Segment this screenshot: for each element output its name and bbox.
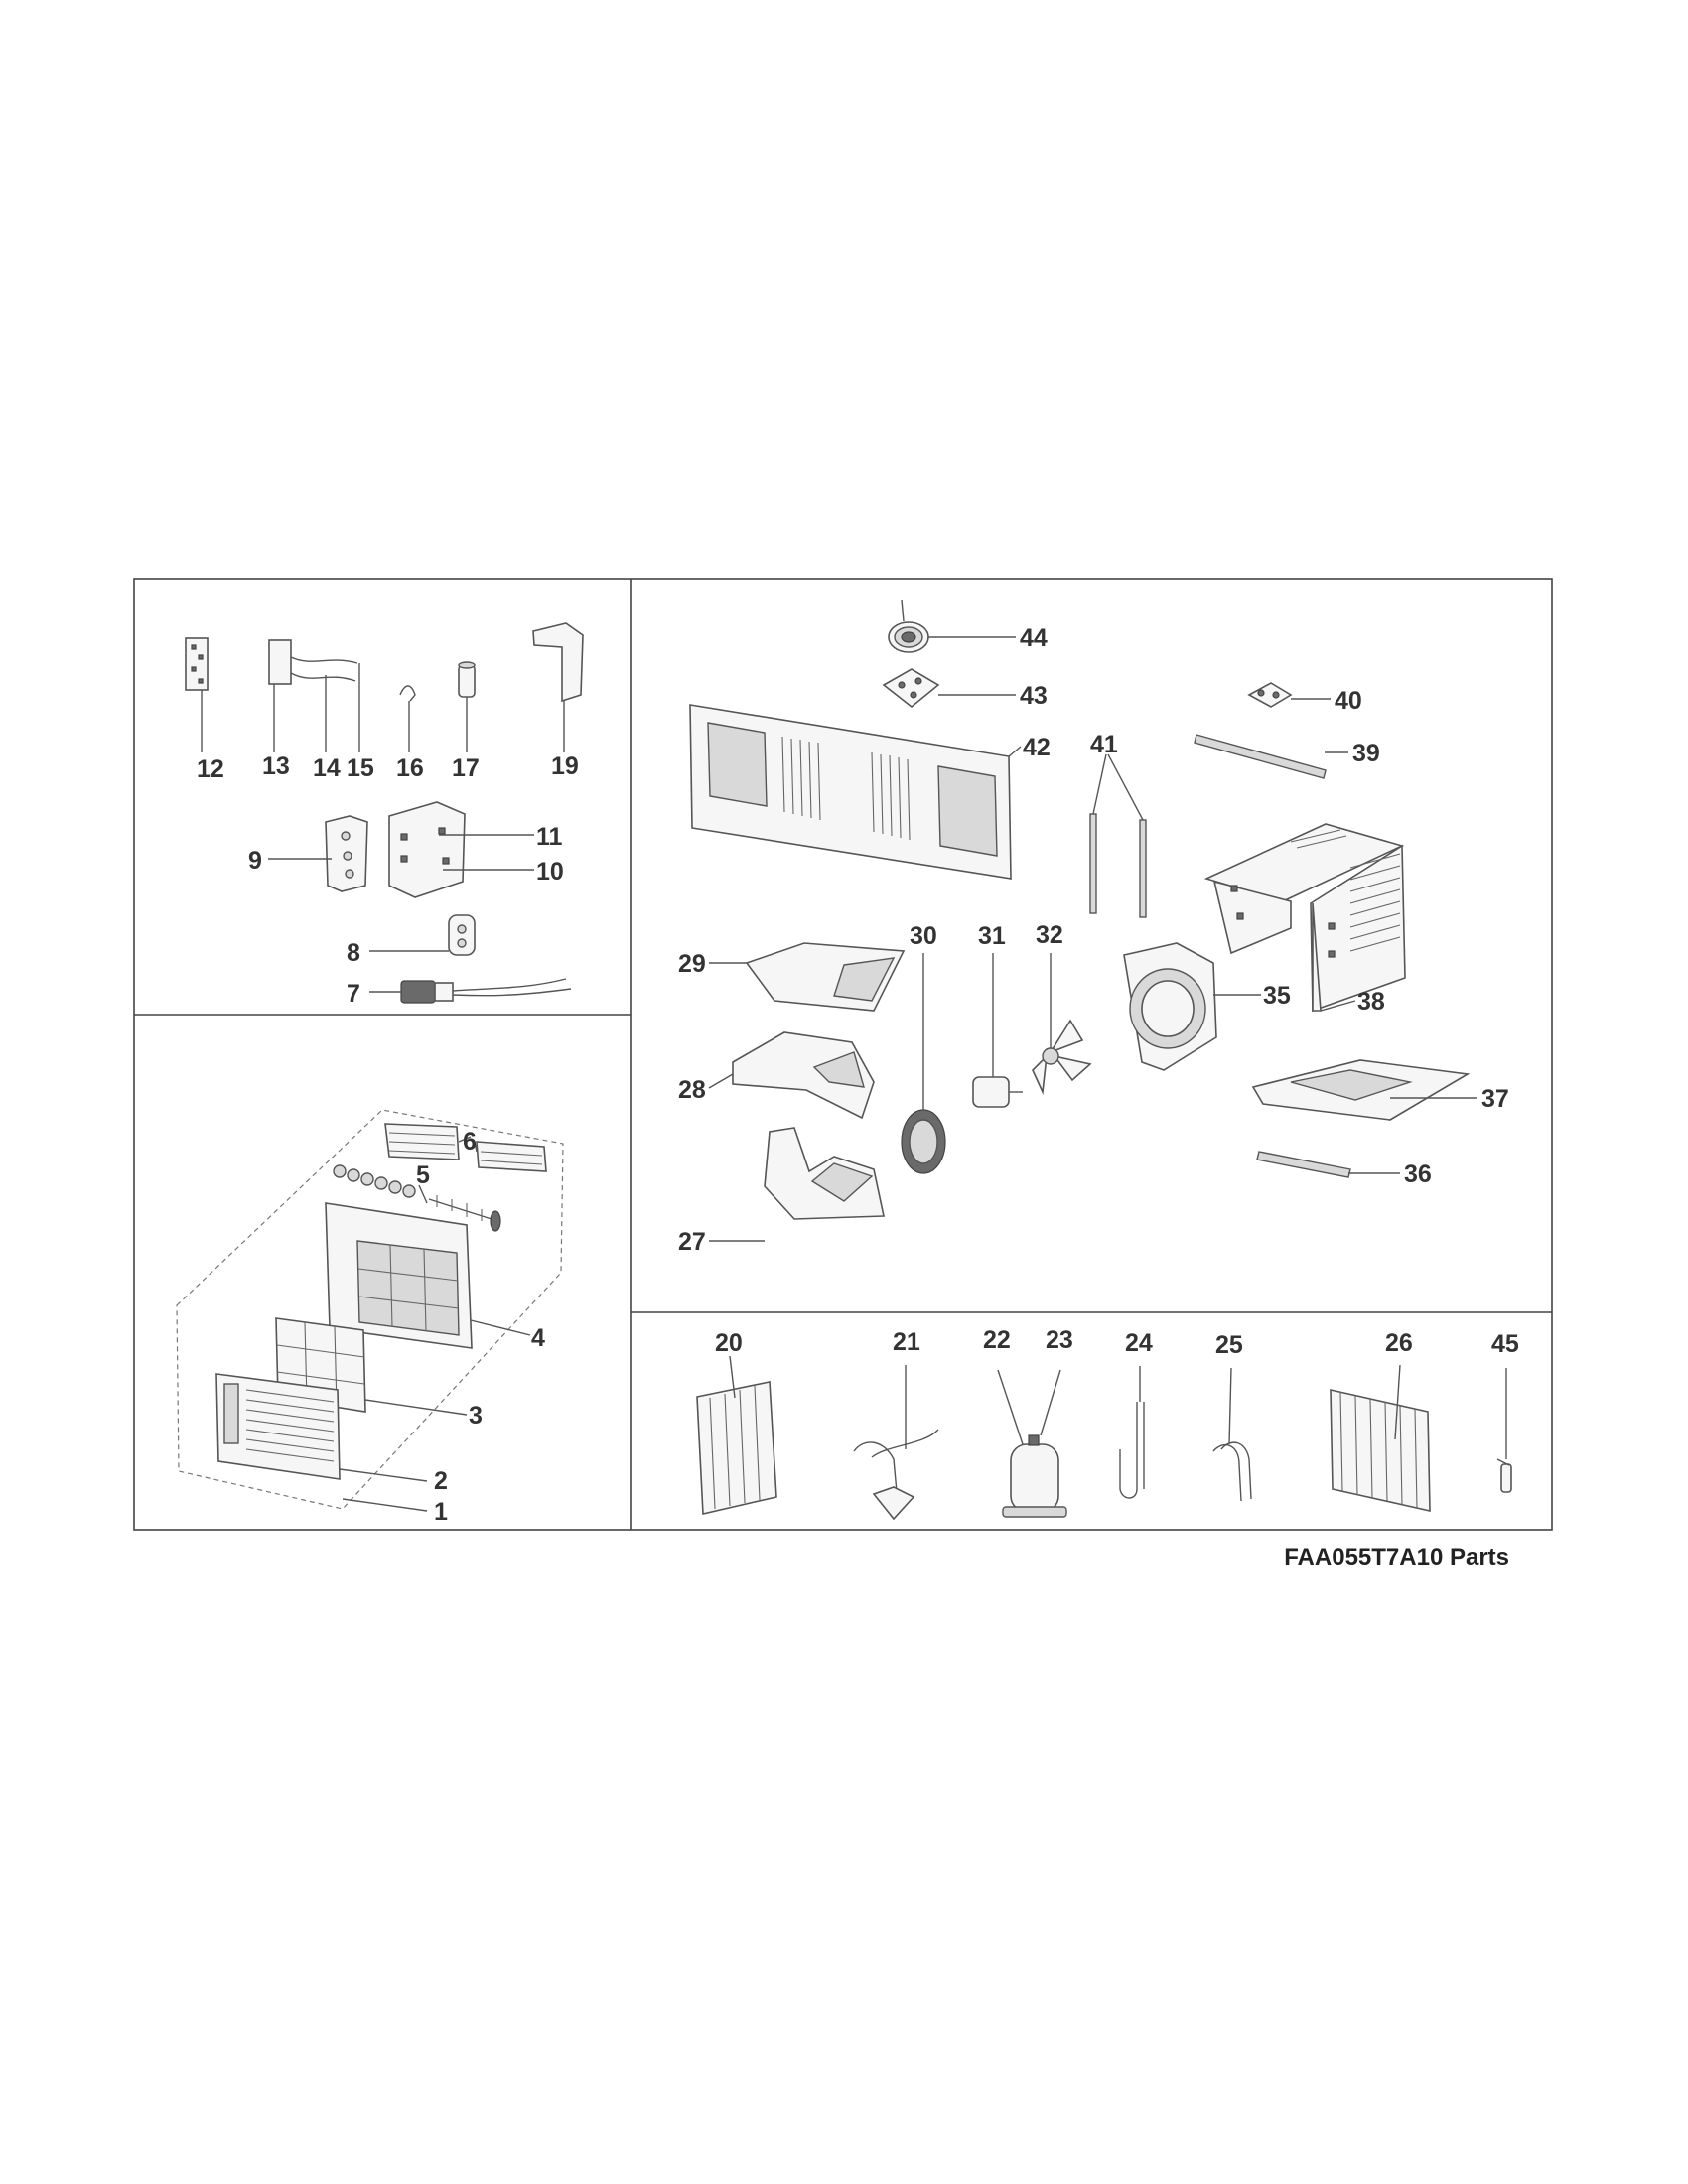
- callout-16: 16: [396, 754, 424, 782]
- part-2-front-grille: [215, 1373, 428, 1482]
- callout-24: 24: [1125, 1329, 1153, 1357]
- part-39-top-rail: [1194, 734, 1348, 779]
- part-30-blower-wheel: [901, 953, 946, 1174]
- callout-44: 44: [1020, 624, 1048, 652]
- callout-42: 42: [1023, 734, 1051, 761]
- outer-frame: [133, 578, 1553, 1531]
- callout-30: 30: [910, 922, 937, 950]
- callout-12: 12: [197, 755, 224, 783]
- callout-45: 45: [1491, 1330, 1519, 1358]
- callout-37: 37: [1481, 1085, 1509, 1113]
- part-32-fan-blade: [1032, 953, 1092, 1095]
- part-36-base-rail: [1256, 1151, 1400, 1178]
- callout-labels: 1 2 3 4 5 6 7 8 9 10 11 12 13 14 15 16 1…: [197, 624, 1519, 1526]
- part-42-side-curtain: [689, 704, 1022, 880]
- part-4-front-frame: [325, 1202, 531, 1349]
- callout-21: 21: [893, 1328, 920, 1356]
- part-20-evaporator: [696, 1355, 777, 1515]
- part-44-coil-spring: [888, 599, 1016, 653]
- part-10-11-relay-board: [388, 801, 534, 898]
- part-12-control-board: [185, 637, 209, 752]
- part-13-14-15-wire-harness: [268, 639, 360, 752]
- callout-1: 1: [434, 1498, 448, 1526]
- callout-6: 6: [463, 1128, 477, 1156]
- part-26-condenser: [1330, 1364, 1431, 1513]
- callout-26: 26: [1385, 1329, 1413, 1357]
- part-29-air-guide: [709, 942, 906, 1012]
- part-6-louvers: [384, 1123, 547, 1172]
- part-35-shroud: [1123, 942, 1261, 1071]
- callout-20: 20: [715, 1329, 743, 1357]
- callout-2: 2: [434, 1467, 448, 1495]
- callout-41: 41: [1090, 731, 1118, 758]
- callout-15: 15: [347, 754, 374, 782]
- callout-36: 36: [1404, 1160, 1432, 1188]
- callout-31: 31: [978, 922, 1006, 950]
- callout-7: 7: [347, 980, 360, 1008]
- part-1-leader: [342, 1498, 428, 1512]
- part-21-capillary-tube: [853, 1365, 939, 1521]
- callout-39: 39: [1352, 740, 1380, 767]
- callout-23: 23: [1046, 1326, 1073, 1354]
- part-27-base-duct: [709, 1127, 885, 1242]
- part-43-bracket: [882, 668, 1016, 709]
- part-25-tube: [1212, 1367, 1252, 1502]
- part-45-sensor: [1496, 1368, 1512, 1493]
- callout-22: 22: [983, 1326, 1011, 1354]
- callout-28: 28: [678, 1076, 706, 1104]
- callout-17: 17: [452, 754, 480, 782]
- callout-38: 38: [1357, 988, 1385, 1016]
- callout-35: 35: [1263, 982, 1291, 1010]
- part-24-tube: [1119, 1366, 1145, 1499]
- part-17-capacitor: [458, 661, 476, 752]
- callout-10: 10: [536, 858, 564, 886]
- part-31-fan-motor: [972, 953, 1023, 1108]
- callout-9: 9: [248, 847, 262, 875]
- part-7-power-cord: [369, 978, 572, 1004]
- diagram-caption: FAA055T7A10 Parts: [1284, 1544, 1509, 1570]
- part-37-base-pan: [1251, 1059, 1477, 1121]
- callout-32: 32: [1036, 921, 1063, 949]
- callout-25: 25: [1215, 1331, 1243, 1359]
- callout-13: 13: [262, 752, 290, 780]
- callout-43: 43: [1020, 682, 1048, 710]
- panel-frames: [133, 578, 1553, 1531]
- part-16-clip: [399, 685, 416, 752]
- part-19-control-box-cover: [532, 622, 584, 752]
- part-22-23-compressor: [997, 1369, 1067, 1518]
- callout-11: 11: [536, 823, 563, 851]
- callout-29: 29: [678, 950, 706, 978]
- part-5-louver-linkage: [333, 1164, 501, 1232]
- callout-3: 3: [469, 1402, 483, 1430]
- part-28-air-duct: [708, 1031, 875, 1120]
- callout-14: 14: [313, 754, 341, 782]
- callout-5: 5: [416, 1161, 430, 1189]
- part-38-cabinet: [1203, 823, 1406, 1013]
- part-8-remote: [369, 914, 476, 956]
- part-9-control-panel: [268, 815, 368, 892]
- callout-40: 40: [1335, 687, 1362, 715]
- part-41-seal-strips: [1089, 753, 1147, 918]
- callout-27: 27: [678, 1228, 706, 1256]
- part-40-bracket: [1247, 682, 1331, 708]
- callout-8: 8: [347, 939, 360, 967]
- callout-4: 4: [531, 1324, 545, 1352]
- callout-19: 19: [551, 752, 579, 780]
